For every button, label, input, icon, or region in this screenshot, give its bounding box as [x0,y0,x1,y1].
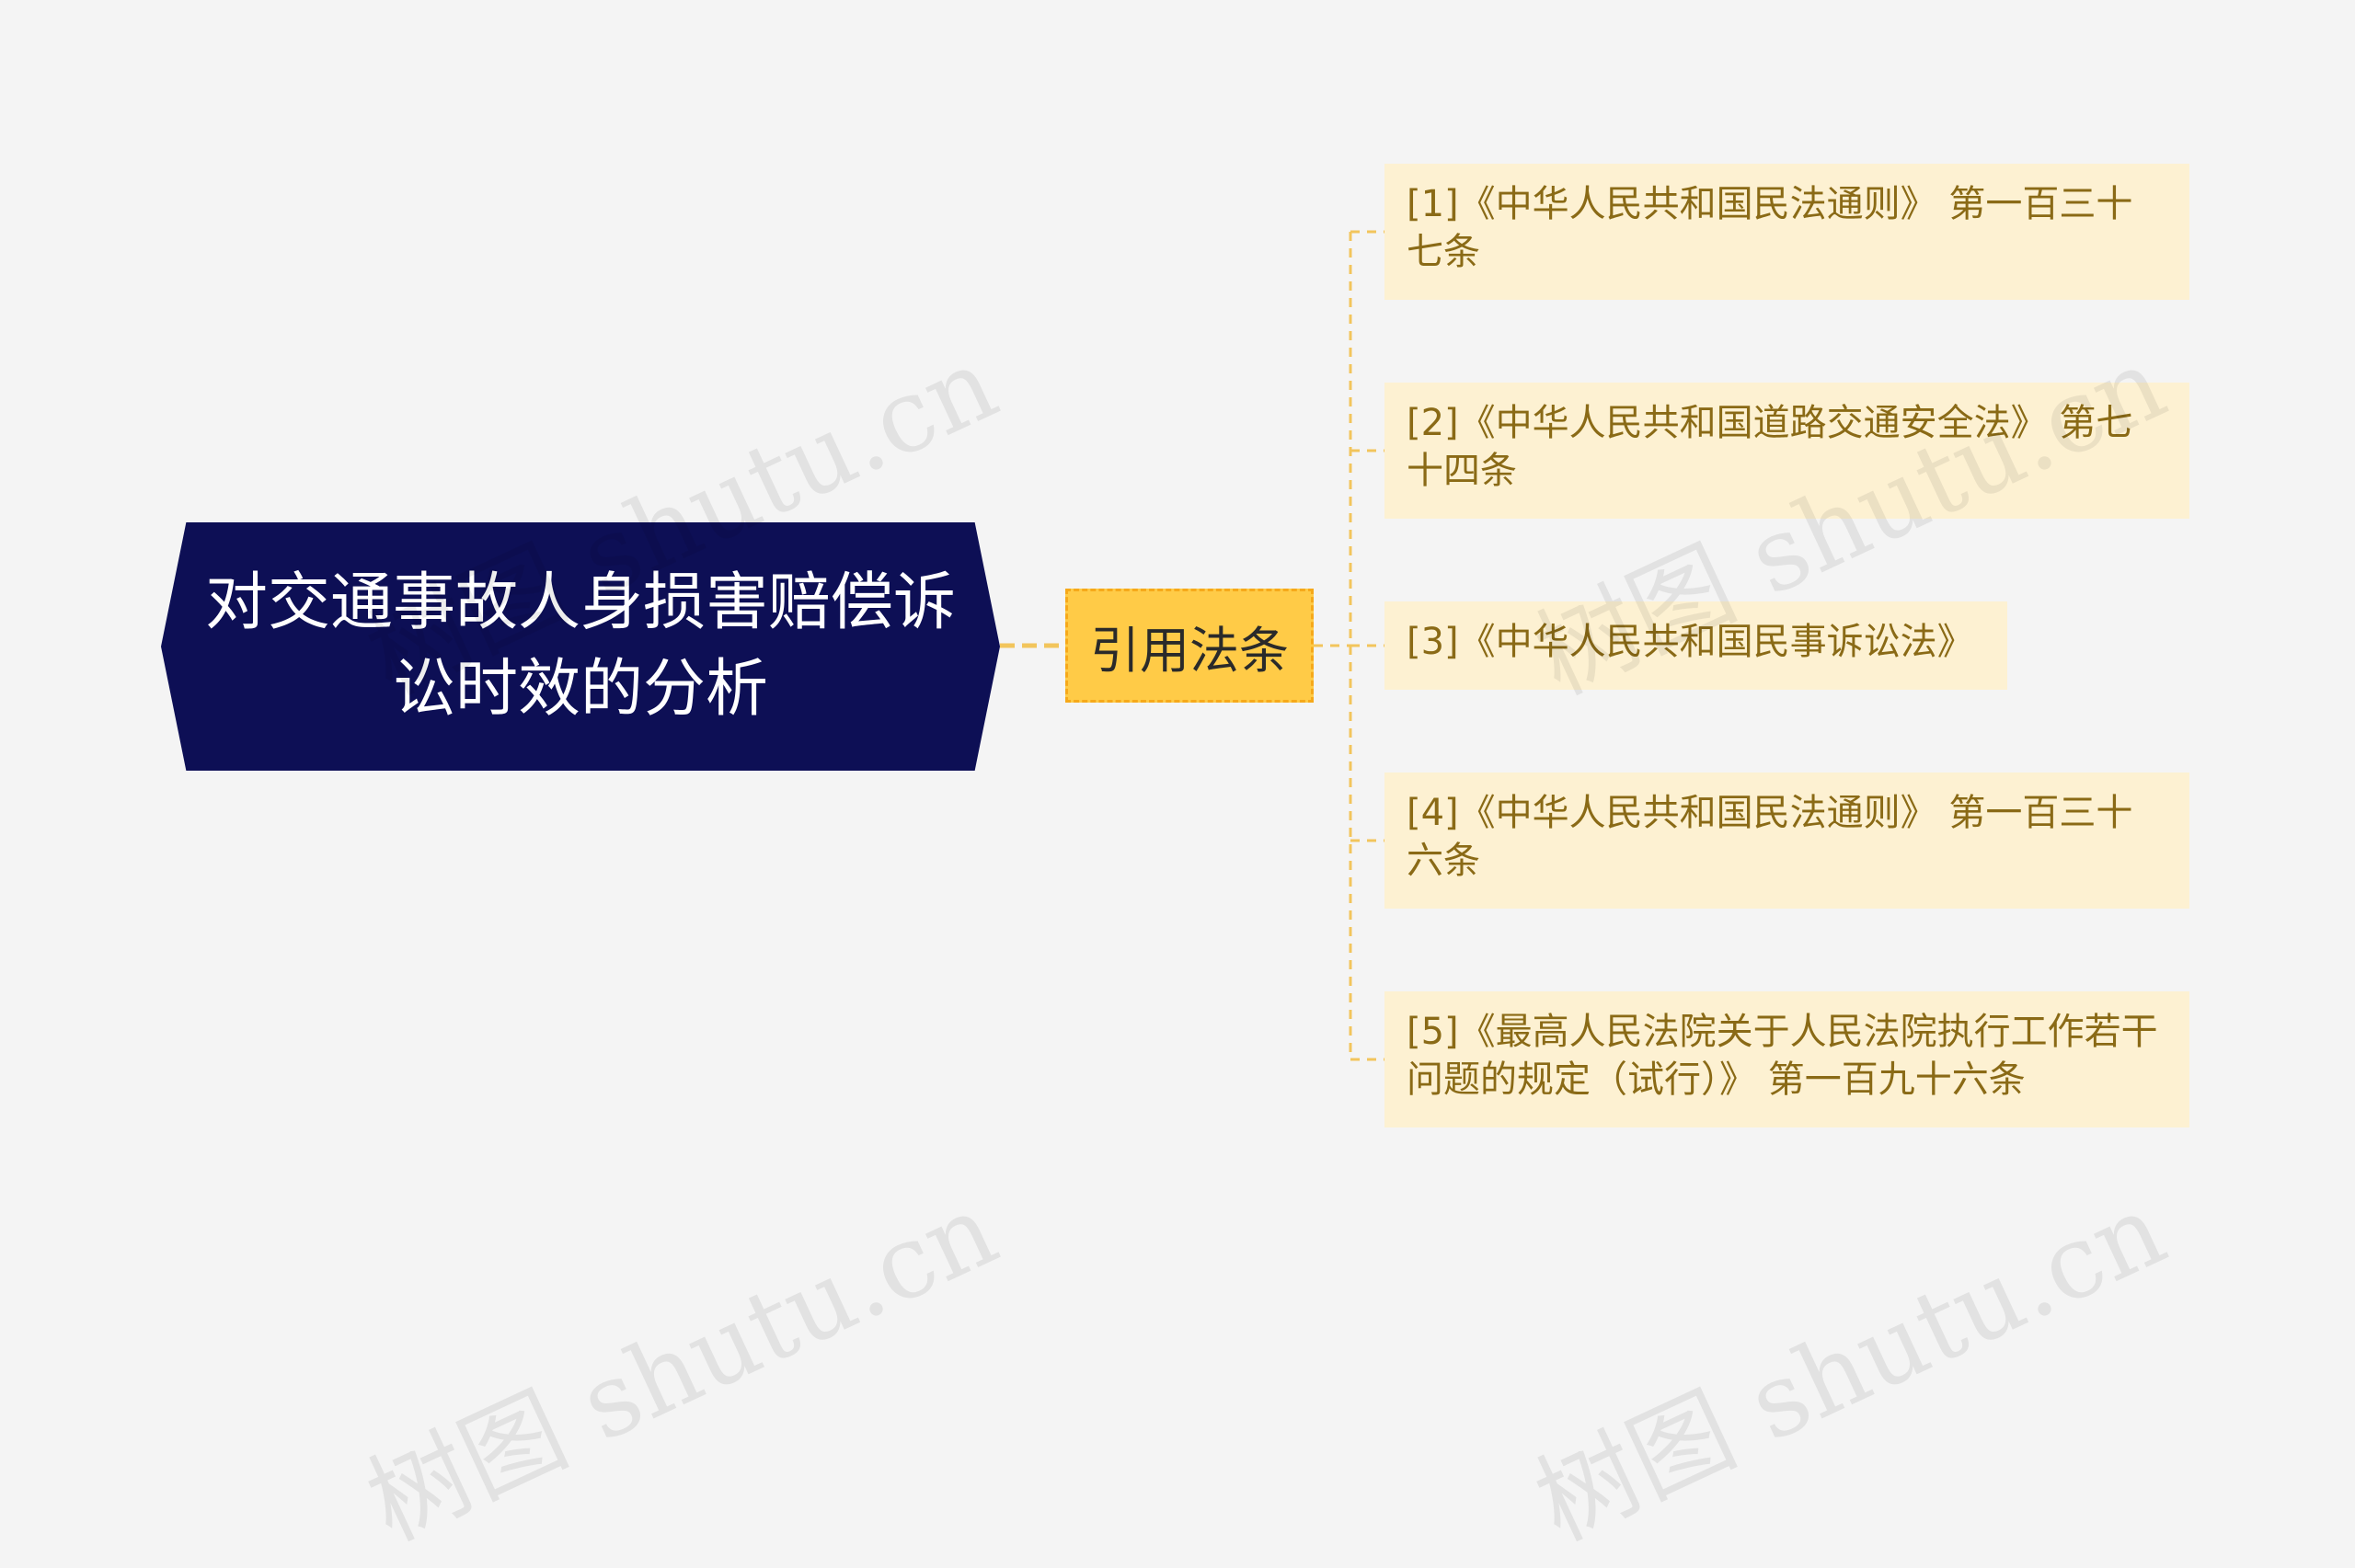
leaf-node-5[interactable]: [5]《最高人民法院关于人民法院执行工作若干问题的规定（试行）》 第一百九十六条 [1384,991,2189,1127]
root-topic-title: 对交通事故人身损害赔偿诉讼时效的分析 [204,567,956,726]
root-topic-node[interactable]: 对交通事故人身损害赔偿诉讼时效的分析 [161,522,1000,771]
mindmap-canvas: 对交通事故人身损害赔偿诉讼时效的分析 引用法条 [1]《中华人民共和国民法通则》… [161,164,2189,1563]
connector-lines [1000,230,1384,1061]
branch-topic-node[interactable]: 引用法条 [1065,589,1314,703]
leaf-node-text: [5]《最高人民法院关于人民法院执行工作若干问题的规定（试行）》 第一百九十六条 [1407,1011,2158,1101]
leaf-node-text: [4]《中华人民共和国民法通则》 第一百三十六条 [1407,792,2133,882]
leaf-node-text: [1]《中华人民共和国民法通则》 第一百三十七条 [1407,183,2133,273]
leaf-node-3[interactable]: [3]《中华人民共和国民事诉讼法》 [1384,601,2007,690]
leaf-node-text: [2]《中华人民共和国道路交通安全法》 第七十四条 [1407,402,2133,492]
leaf-node-text: [3]《中华人民共和国民事诉讼法》 [1407,621,1974,663]
leaf-node-1[interactable]: [1]《中华人民共和国民法通则》 第一百三十七条 [1384,164,2189,300]
leaf-node-2[interactable]: [2]《中华人民共和国道路交通安全法》 第七十四条 [1384,383,2189,519]
branch-topic-label: 引用法条 [1090,621,1289,680]
leaf-node-4[interactable]: [4]《中华人民共和国民法通则》 第一百三十六条 [1384,773,2189,909]
